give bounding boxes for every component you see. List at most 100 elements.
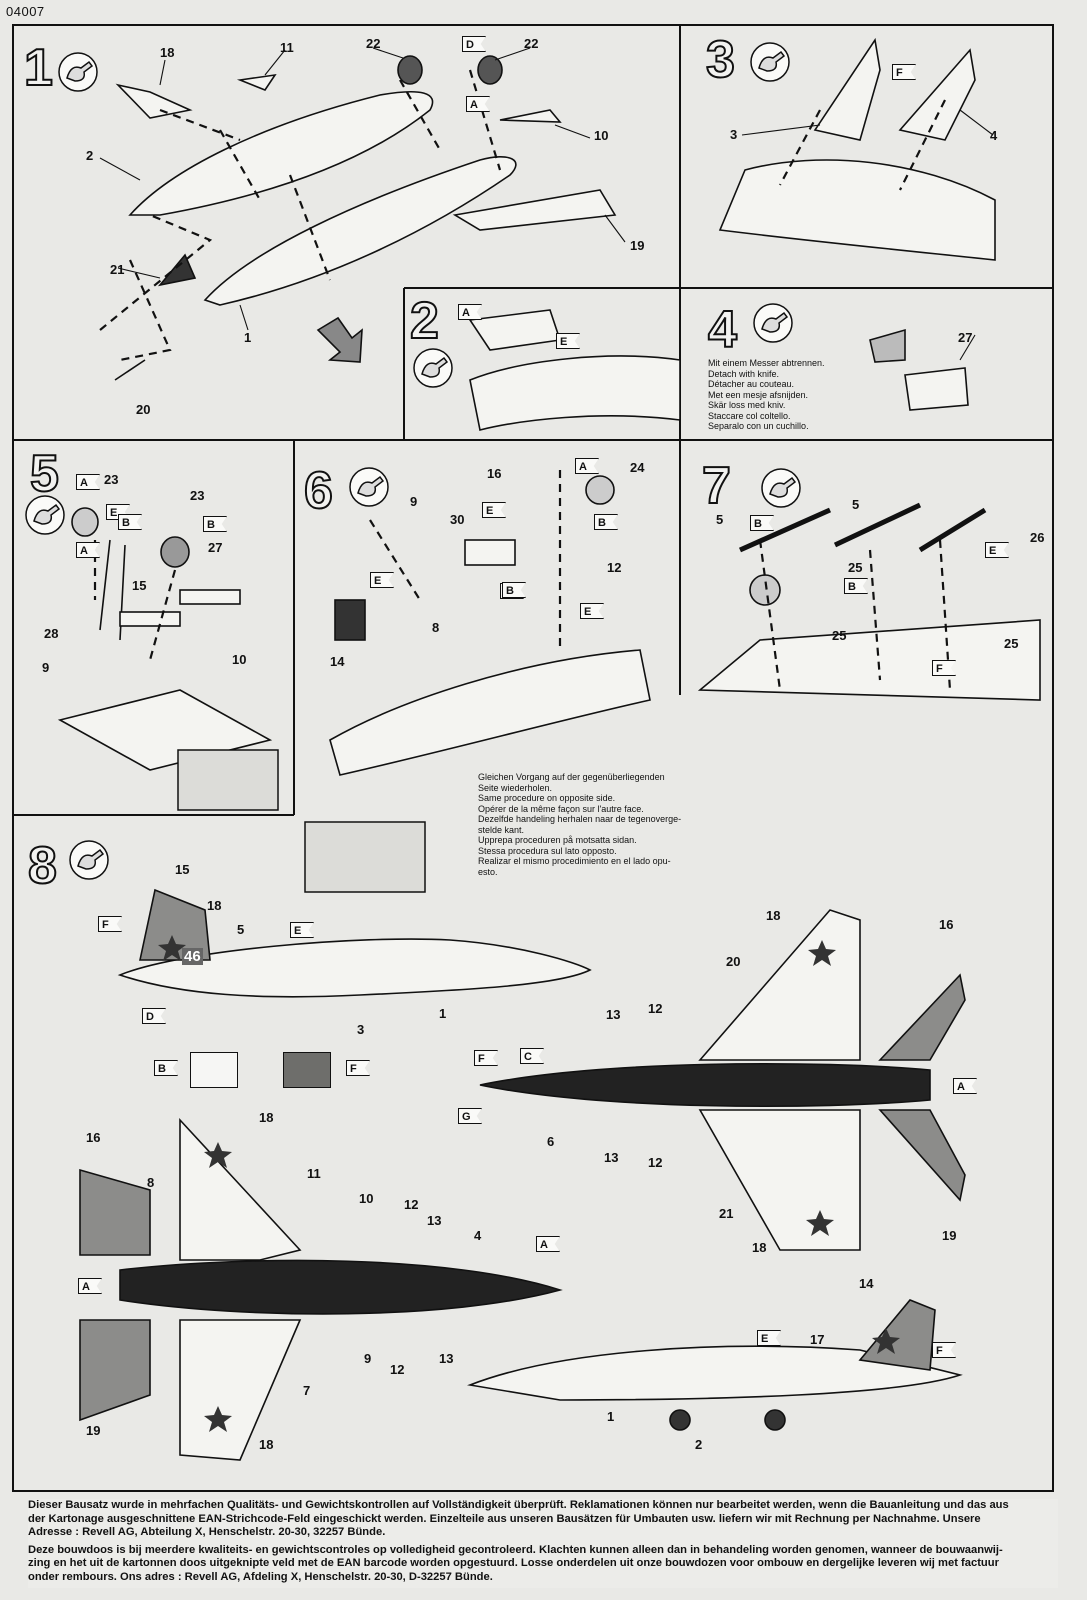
part-number-label: 7 [303,1383,311,1398]
notice-german: Dieser Bausatz wurde in mehrfachen Quali… [28,1499,1009,1538]
part-number-label: 18 [766,908,781,923]
catalog-number: 04007 [6,4,45,19]
step-number-5: 5 [29,445,60,503]
part-number-label: 21 [719,1206,734,1221]
tail-fin-part [115,83,193,119]
nose-cone-part [157,253,197,287]
reference-flag: B [203,516,227,532]
reference-flag: A [953,1078,977,1094]
underside-fuselage [119,1259,563,1315]
part-number-label: 13 [439,1351,454,1366]
part-number-label: 10 [594,128,609,143]
part-number-label: 18 [259,1110,274,1125]
part-number-label: 1 [244,330,252,345]
wheel-part [71,507,99,537]
glue-icon [25,495,65,535]
part-number-label: 17 [810,1332,825,1347]
step-number-1: 1 [23,39,54,97]
part-number-label: 18 [752,1240,767,1255]
reference-flag: B [118,514,142,530]
landing-wheel [764,1409,786,1431]
wing-underside [697,619,1041,701]
lower-side-view-fuselage [466,1345,963,1401]
exhaust-nozzle-part [397,55,423,85]
part-number-label: 14 [330,654,345,669]
part-number-label: 2 [86,148,94,163]
notice-dutch: Deze bouwdoos is bij meerdere kwaliteits… [28,1543,1003,1583]
reference-flag: E [985,542,1009,558]
gear-door-part [179,589,241,605]
glue-icon [58,52,98,92]
part-number-label: 9 [42,660,50,675]
part-number-label: 12 [404,1197,419,1212]
tailplane-part [499,109,562,123]
reference-flag: B [750,515,774,531]
part-number-label: 12 [648,1155,663,1170]
top-view-stab-lower [878,1109,966,1202]
part-number-label: 13 [427,1213,442,1228]
pitot-part [114,359,146,381]
part-number-label: 1 [439,1006,447,1021]
exhaust-nozzle-part [477,55,503,85]
aircraft-rear-body [718,159,996,261]
part-number-label: 5 [852,497,860,512]
wheel-24 [585,475,615,505]
part-14 [334,599,366,641]
sprue-part-27 [904,367,969,411]
part-number-label: 25 [1004,636,1019,651]
cockpit-area [469,355,681,431]
cut-with-knife-note: Mit einem Messer abtrennen. Detach with … [708,358,825,431]
part-number-label: 25 [832,628,847,643]
glue-icon [349,467,389,507]
part-number-label: 12 [390,1362,405,1377]
underside-stab-lower [79,1319,151,1422]
part-number-label: 18 [207,898,222,913]
part-number-label: 16 [86,1130,101,1145]
part-number-label: 3 [357,1022,365,1037]
step-number-7: 7 [701,457,732,515]
quality-control-notice: Dieser Bausatz wurde in mehrfachen Quali… [28,1499,1058,1588]
part-number-label: 6 [547,1134,555,1149]
part-number-label: 1 [607,1409,615,1424]
part-number-label: 4 [990,128,998,143]
part-number-label: 22 [524,36,539,51]
part-number-label: 20 [136,402,151,417]
part-30 [464,539,516,566]
part-number-label: 3 [730,127,738,142]
step-number-3: 3 [705,31,736,89]
red-star-decal [806,1210,834,1236]
glue-icon [69,840,109,880]
part-number-label: 19 [86,1423,101,1438]
part-number-label: 4 [474,1228,482,1243]
landing-wheel [669,1409,691,1431]
red-star-decal [872,1328,900,1354]
part-number-label: 5 [237,922,245,937]
red-star-decal [808,940,836,966]
top-view-fuselage [479,1062,931,1108]
decal-sheet-thumbnail [304,821,426,893]
lower-fuselage-part [203,156,517,306]
part-number-label: 19 [942,1228,957,1243]
part-number-label: 21 [110,262,125,277]
part-number-label: 2 [695,1437,703,1452]
part-number-label: 11 [307,1166,321,1181]
fin-left [813,37,881,141]
glue-icon [413,348,453,388]
part-number-label: 23 [190,488,205,503]
red-star-decal [204,1406,232,1432]
instruction-sheet-frame [12,24,1054,1492]
part-number-label: 27 [208,540,223,555]
part-number-label: 9 [364,1351,372,1366]
part-number-label: 16 [939,917,954,932]
reference-flag: F [474,1050,498,1066]
missile-part [918,507,987,553]
missile-part [833,502,922,548]
part-number-label: 24 [630,460,645,475]
part-number-label: 12 [648,1001,663,1016]
opposite-side-note: Gleichen Vorgang auf der gegenüberliegen… [478,772,682,877]
decal-sheet-thumbnail [177,749,279,811]
part-number-label: 10 [232,652,247,667]
underside-wing-lower [179,1319,302,1461]
